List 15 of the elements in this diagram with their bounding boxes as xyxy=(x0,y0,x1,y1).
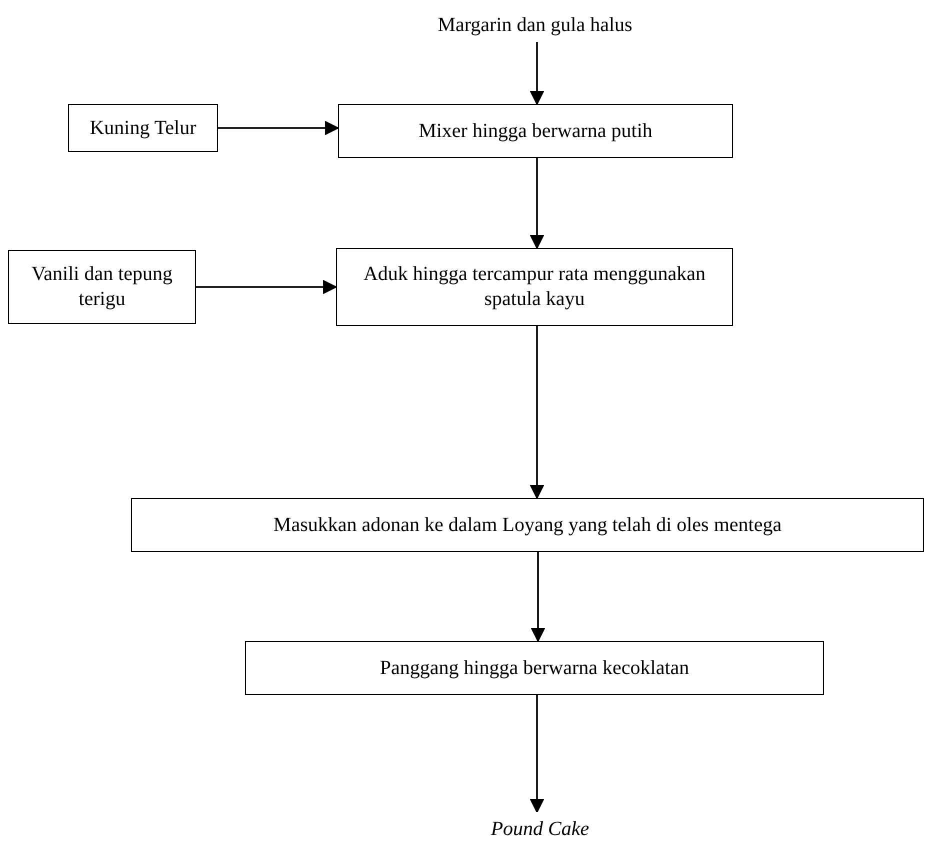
text-label: Pound Cake xyxy=(490,816,590,842)
text-label: Margarin dan gula halus xyxy=(438,12,632,38)
arrow xyxy=(530,695,544,814)
arrow xyxy=(530,326,544,500)
arrow xyxy=(530,42,544,106)
process-box: Kuning Telur xyxy=(68,104,218,152)
arrow xyxy=(530,158,544,250)
process-box: Mixer hingga berwarna putih xyxy=(338,104,733,158)
process-box: Aduk hingga tercampur rata menggunakan spatula kayu xyxy=(336,248,733,326)
arrow xyxy=(196,280,338,294)
process-box: Masukkan adonan ke dalam Loyang yang telah di oles mentega xyxy=(131,498,924,552)
process-box: Panggang hingga berwarna kecoklatan xyxy=(245,641,824,695)
process-box: Vanili dan tepung terigu xyxy=(8,250,196,324)
arrow xyxy=(218,120,340,136)
arrow xyxy=(530,552,546,642)
